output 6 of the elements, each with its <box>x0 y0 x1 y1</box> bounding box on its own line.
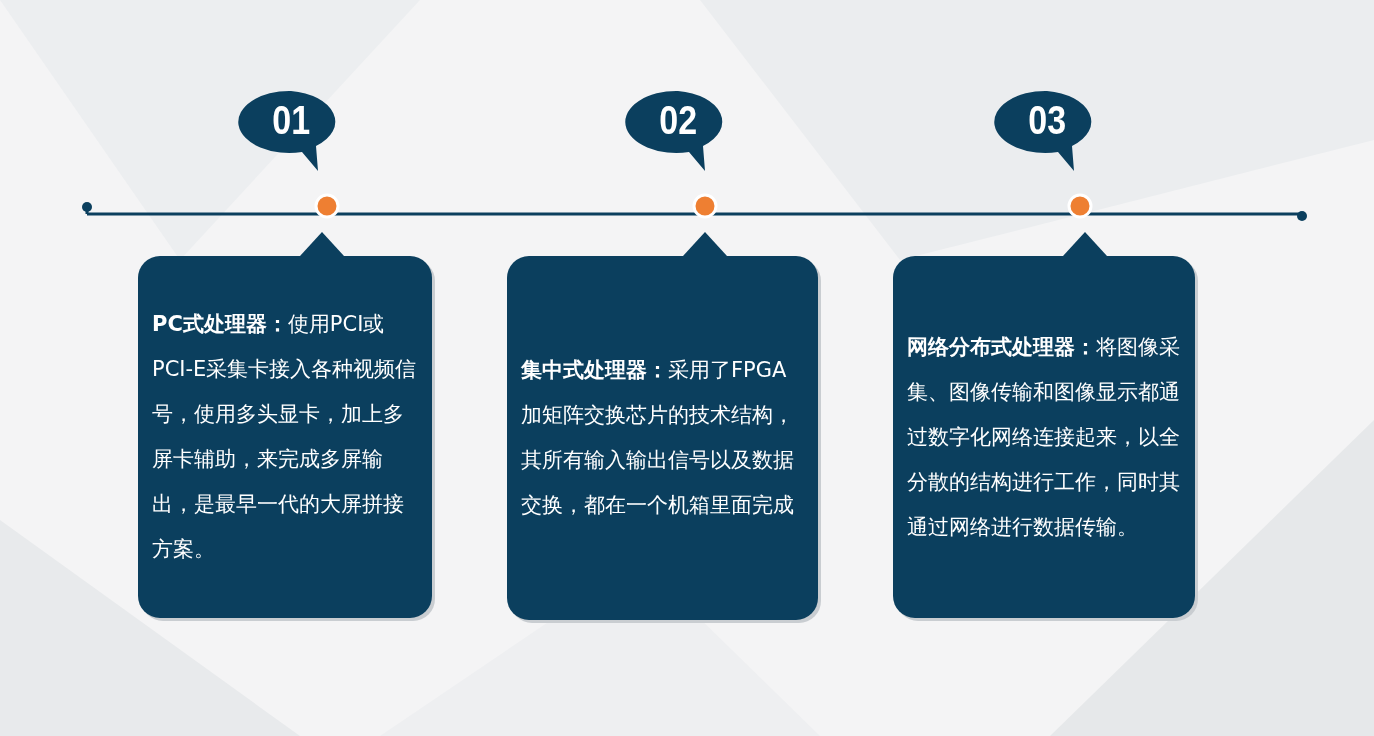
step-number: 03 <box>1028 98 1066 143</box>
description-text: 集中式处理器：采用了FPGA加矩阵交换芯片的技术结构，其所有输入输出信号以及数据交换，都在一个机箱里面完成 <box>521 357 795 519</box>
step-number: 01 <box>272 98 310 143</box>
description-text: 网络分布式处理器：将图像采集、图像传输和图像显示都通过数字化网络连接起来，以全分散的结构进行工作，同时其通过网络进行数据传输。 <box>907 333 1181 541</box>
step-number: 02 <box>659 98 697 143</box>
description-text: PC式处理器：使用PCI或PCI-E采集卡接入各种视频信号，使用多头显卡，加上多屏卡辅助，来完成多屏输出，是最早一代的大屏拼接方案。 <box>152 311 418 563</box>
